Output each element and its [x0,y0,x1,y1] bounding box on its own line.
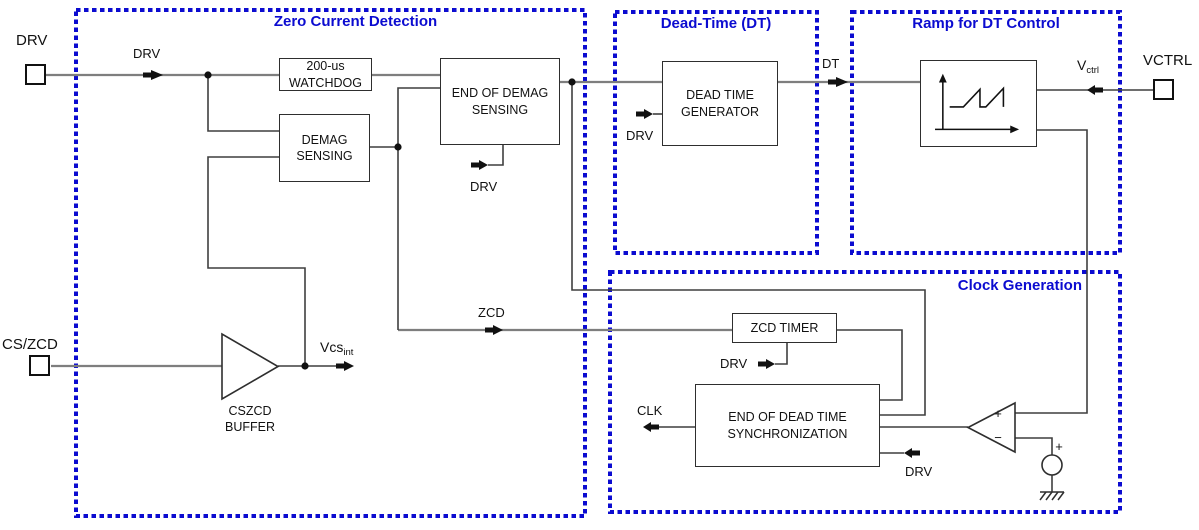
clk-arrow-icon [643,422,659,432]
ramp-for-dt-box [850,10,1122,255]
zcd-signal-label: ZCD [478,305,505,320]
vcs-int-label: Vcsint [320,339,354,358]
vctrl-pin [1153,79,1174,100]
clk-signal-label: CLK [637,403,663,418]
ramp-waveform-icon [935,73,1020,134]
drv-pin-label: DRV [16,32,48,49]
vctrl-pin-label: VCTRL [1143,52,1193,69]
wire-zcdtimer-loop [837,329,903,401]
drv-signal-label: DRV [905,464,933,479]
junction-dot [568,78,576,86]
drv-arrow-icon [471,160,488,170]
end-of-dead-time-sync-block: END OF DEAD TIME SYNCHRONIZATION [695,384,880,467]
ramp-generator-block [920,60,1037,147]
comparator [966,401,1016,454]
vctrl-signal-label: Vctrl [1077,57,1100,76]
wire-junction-to-sync [571,82,926,416]
junction-dot [301,362,309,370]
cszcd-buffer-label: CSZCD BUFFER [225,404,275,435]
dead-time-generator-label: DEAD TIME [686,88,754,103]
comparator-minus-sign: − [994,430,1002,445]
drv-arrow-icon [904,448,920,458]
wire-drv-stub-zcdtimer [775,343,788,365]
dead-time-box [613,10,819,255]
cszcd-buffer-triangle [221,332,280,401]
group-title-ramp-for-dt: Ramp for DT Control [912,15,1060,32]
drv-signal-label: DRV [626,128,654,143]
zcd-arrow-icon [485,325,503,335]
vctrl-arrow-icon [1087,85,1103,95]
drv-arrow-icon [758,359,775,369]
dt-signal-label: DT [822,56,840,71]
zcd-timer-block: ZCD TIMER [732,313,837,343]
wire-ramp-to-comparator [1015,129,1088,414]
drv-arrow-icon [143,70,163,80]
junction-dot [204,71,212,79]
dead-time-generator-block: DEAD TIME GENERATOR [662,61,778,146]
dt-arrow-icon [828,77,848,87]
clock-generation-box [608,270,1122,514]
drv-signal-label: DRV [720,356,748,371]
drv-pin [25,64,46,85]
wire-demag-junction-up [397,87,440,330]
vcs-arrow-icon [336,361,354,371]
wire-drv-stub-eod [488,145,504,166]
zcd-timer-label: ZCD TIMER [750,320,819,335]
drv-signal-label: DRV [133,46,161,61]
end-of-dead-time-sync-label: END OF DEAD TIME [728,410,847,425]
wire-comparator-minus [1015,437,1053,455]
voltage-source [1041,454,1063,476]
zero-current-detection-box [74,8,587,518]
group-title-zero-current-detection: Zero Current Detection [273,13,438,30]
cszcd-pin [29,355,50,376]
drv-signal-label: DRV [470,179,498,194]
demag-sensing-label: DEMAG [301,132,348,147]
junction-dot [394,143,402,151]
watchdog-block: 200-us WATCHDOG [279,58,372,91]
cszcd-pin-label: CS/ZCD [2,336,58,353]
end-of-demag-label: END OF DEMAG [451,86,549,101]
drv-arrow-icon [636,109,653,119]
demag-sensing-block: DEMAG SENSING [279,114,370,182]
source-plus-sign: + [1055,439,1063,454]
end-of-demag-sensing-block: END OF DEMAG SENSING [440,58,560,145]
comparator-plus-sign: + [994,406,1002,421]
ground-icon [1039,491,1065,501]
group-title-clock-generation: Clock Generation [957,277,1082,294]
group-title-dead-time: Dead-Time (DT) [660,15,772,32]
watchdog-label: 200-us [306,59,345,74]
wire-buffer-feedback [207,156,306,366]
wire-drv-to-demag [207,75,279,132]
